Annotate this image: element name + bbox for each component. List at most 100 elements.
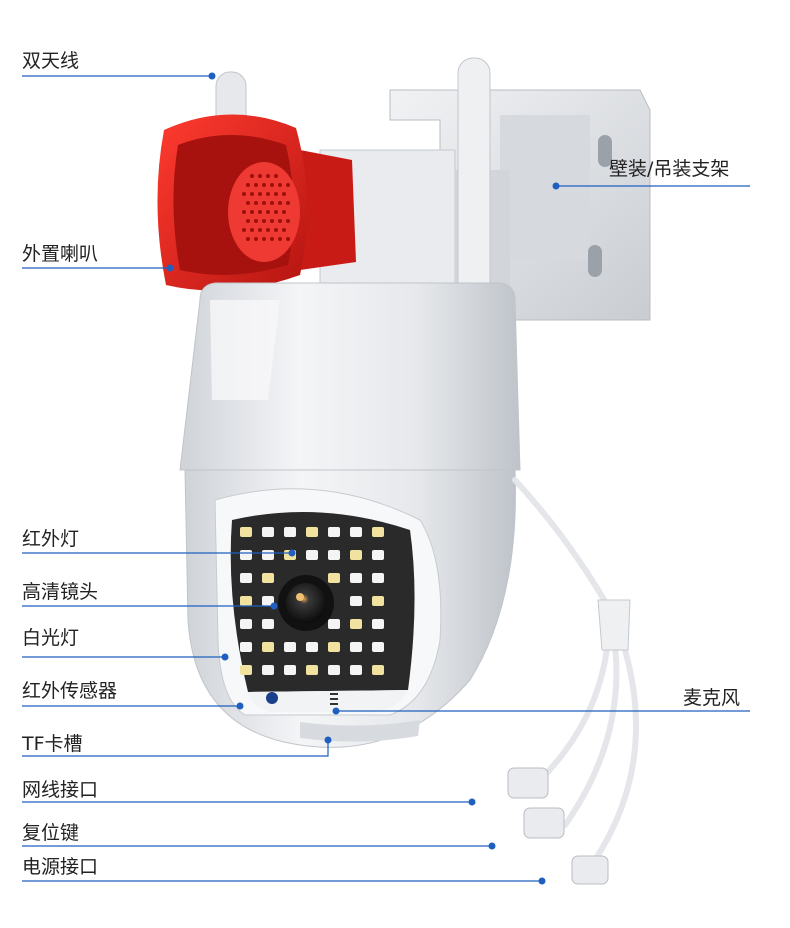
- grill-hole: [250, 192, 254, 196]
- grill-hole: [266, 174, 270, 178]
- ir-led: [328, 642, 340, 652]
- led-array: [240, 527, 384, 675]
- grill-hole: [282, 210, 286, 214]
- white-led: [350, 527, 362, 537]
- ir-led: [328, 573, 340, 583]
- label-microphone: 麦克风: [683, 687, 741, 709]
- white-led: [284, 527, 296, 537]
- grill-hole: [266, 192, 270, 196]
- grill-hole: [286, 237, 290, 241]
- white-led: [284, 642, 296, 652]
- white-led: [350, 573, 362, 583]
- grill-hole: [246, 237, 250, 241]
- grill-hole: [242, 228, 246, 232]
- leader-wall-bracket-dot: [552, 182, 560, 190]
- grill-hole: [274, 192, 278, 196]
- white-led: [350, 665, 362, 675]
- leader-ir-sensor-dot: [236, 702, 244, 710]
- white-led: [240, 619, 252, 629]
- leader-network-port-dot: [468, 798, 476, 806]
- grill-hole: [258, 228, 262, 232]
- ir-led: [372, 665, 384, 675]
- ir-led: [262, 642, 274, 652]
- white-led: [372, 619, 384, 629]
- grill-hole: [278, 219, 282, 223]
- label-tf-slot: TF卡槽: [22, 733, 83, 755]
- white-led: [262, 665, 274, 675]
- leader-white-light-dot: [221, 653, 229, 661]
- grill-hole: [274, 174, 278, 178]
- ir-led: [372, 596, 384, 606]
- grill-hole: [270, 237, 274, 241]
- white-led: [350, 596, 362, 606]
- ir-led: [240, 596, 252, 606]
- white-led: [328, 550, 340, 560]
- horn-speaker-icon: [157, 114, 356, 291]
- ir-led: [306, 527, 318, 537]
- white-led: [262, 527, 274, 537]
- label-ir-sensor: 红外传感器: [22, 680, 118, 702]
- grill-hole: [278, 237, 282, 241]
- leader-power-port-dot: [538, 877, 546, 885]
- label-power-port: 电源接口: [22, 856, 99, 878]
- grill-hole: [270, 201, 274, 205]
- cable-connectors: [507, 599, 631, 885]
- ir-led: [262, 573, 274, 583]
- ir-led: [350, 619, 362, 629]
- grill-hole: [250, 228, 254, 232]
- grill-hole: [242, 210, 246, 214]
- white-led: [306, 642, 318, 652]
- label-reset-key: 复位键: [22, 822, 80, 844]
- white-led: [350, 642, 362, 652]
- white-led: [328, 619, 340, 629]
- grill-hole: [242, 192, 246, 196]
- leader-lines: [22, 72, 750, 885]
- leader-tf-slot: [22, 740, 329, 757]
- white-led: [328, 527, 340, 537]
- ir-led: [350, 550, 362, 560]
- white-led: [240, 550, 252, 560]
- leader-microphone-dot: [332, 707, 340, 715]
- ir-led: [306, 665, 318, 675]
- ir-led: [240, 665, 252, 675]
- leader-dual-antenna-dot: [208, 72, 216, 80]
- leader-hd-lens-dot: [270, 602, 278, 610]
- grill-hole: [246, 201, 250, 205]
- label-white-light: 白光灯: [22, 627, 80, 649]
- label-ir-light: 红外灯: [22, 528, 80, 550]
- grill-hole: [258, 174, 262, 178]
- cable-harness-icon: [512, 477, 640, 863]
- grill-hole: [286, 183, 290, 187]
- label-network-port: 网线接口: [22, 779, 99, 801]
- grill-hole: [274, 210, 278, 214]
- white-led: [372, 550, 384, 560]
- grill-hole: [266, 228, 270, 232]
- label-external-speaker: 外置喇叭: [22, 243, 99, 265]
- grill-hole: [254, 183, 258, 187]
- grill-hole: [270, 219, 274, 223]
- grill-hole: [250, 174, 254, 178]
- grill-hole: [274, 228, 278, 232]
- grill-hole: [282, 228, 286, 232]
- white-led: [328, 665, 340, 675]
- white-led: [372, 573, 384, 583]
- white-led: [240, 642, 252, 652]
- label-wall-bracket: 壁装/吊装支架: [609, 158, 730, 180]
- grill-hole: [262, 219, 266, 223]
- white-led: [372, 642, 384, 652]
- white-led: [306, 550, 318, 560]
- grill-hole: [286, 201, 290, 205]
- grill-hole: [254, 201, 258, 205]
- leader-ir-light-dot: [288, 549, 296, 557]
- label-dual-antenna: 双天线: [22, 50, 80, 72]
- grill-hole: [262, 237, 266, 241]
- grill-hole: [262, 201, 266, 205]
- ir-sensor-dot: [266, 692, 278, 704]
- white-led: [262, 619, 274, 629]
- grill-hole: [262, 183, 266, 187]
- grill-hole: [246, 183, 250, 187]
- grill-hole: [258, 210, 262, 214]
- grill-hole: [246, 219, 250, 223]
